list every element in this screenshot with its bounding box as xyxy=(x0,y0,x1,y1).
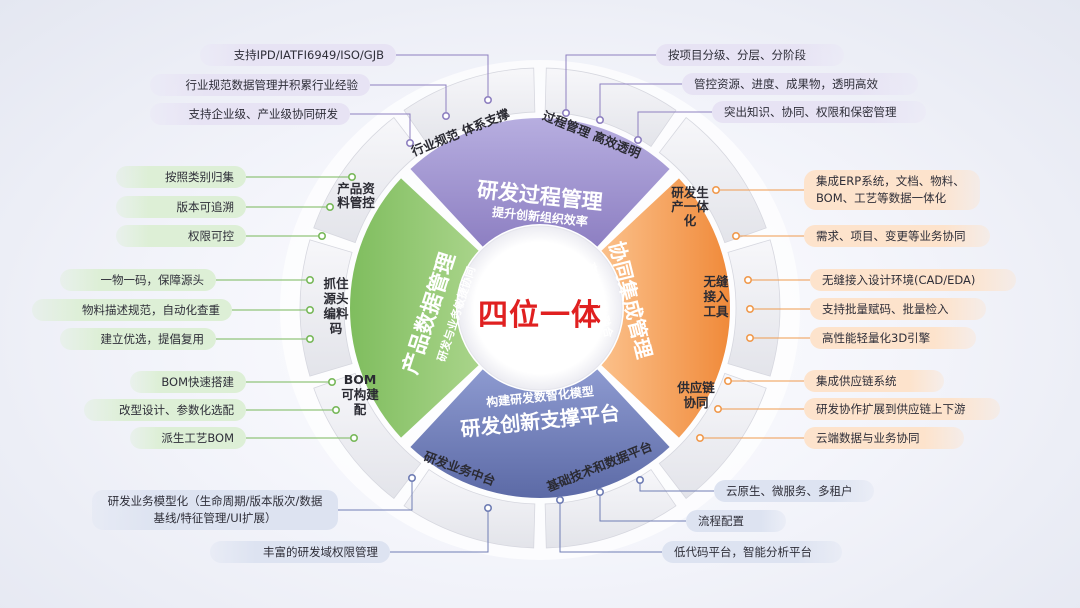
label-base-3: 低代码平台，智能分析平台 xyxy=(662,541,842,563)
ring-seg-tool xyxy=(727,239,781,377)
conn-src-2-dot xyxy=(305,305,314,314)
label-std-2: 行业规范数据管理并积累行业经验 xyxy=(150,74,370,96)
ring-label-prodchg: 研发生产一体化 xyxy=(671,185,709,228)
conn-biz-2 xyxy=(390,508,489,553)
label-sup-1: 集成供应链系统 xyxy=(804,370,944,392)
quadrant-left-shape xyxy=(350,178,479,438)
label-biz-1: 研发业务模型化（生命周期/版本版次/数据基线/特征管理/UI扩展） xyxy=(92,490,338,530)
conn-sup-2-dot xyxy=(713,404,722,413)
label-proc-2: 管控资源、进度、成果物，透明高效 xyxy=(682,73,918,95)
conn-src-3-dot xyxy=(305,334,314,343)
label-src-1: 一物一码，保障源头 xyxy=(60,269,216,291)
conn-tool-1-dot xyxy=(743,275,752,284)
conn-mat-2-dot xyxy=(325,203,334,212)
ring-label-supply: 供应链协同 xyxy=(677,380,715,410)
conn-proc-2 xyxy=(599,83,682,120)
label-biz-2: 丰富的研发域权限管理 xyxy=(210,541,390,563)
conn-std-2 xyxy=(370,84,447,116)
ring-seg-prodchg xyxy=(658,117,767,244)
ring-label-mat: 产品资料管控 xyxy=(337,181,375,210)
conn-bom-1-dot xyxy=(327,377,336,386)
label-proc-1: 按项目分级、分层、分阶段 xyxy=(656,44,844,66)
ring-seg-proc xyxy=(544,67,677,148)
conn-int-1-dot xyxy=(711,186,720,195)
outer-ring xyxy=(299,67,781,549)
label-bom-1: BOM快速搭建 xyxy=(130,371,246,393)
label-tool-1: 无缝接入设计环境(CAD/EDA) xyxy=(810,269,1016,291)
conn-bom-2-dot xyxy=(331,405,340,414)
conn-std-3 xyxy=(350,113,411,143)
conn-proc-3 xyxy=(637,111,712,140)
conn-proc-1-dot xyxy=(561,109,570,118)
label-tool-3: 高性能轻量化3D引擎 xyxy=(810,327,976,349)
ring-seg-base xyxy=(544,468,677,549)
ring-seg-supply xyxy=(658,372,767,499)
center-circle xyxy=(457,225,623,391)
ring-seg-biz xyxy=(403,468,536,549)
quadrant-top-shape xyxy=(410,117,670,247)
quadrant-right-shape xyxy=(601,178,730,438)
label-mat-1: 按照类别归集 xyxy=(116,166,246,188)
quadrant-bottom-shape xyxy=(410,369,670,498)
conn-src-1-dot xyxy=(305,275,314,284)
conn-base-3-dot xyxy=(555,495,564,504)
conn-base-3 xyxy=(559,500,662,553)
ring-seg-mat xyxy=(313,117,422,244)
label-bom-2: 改型设计、参数化选配 xyxy=(84,399,246,421)
conn-bom-3-dot xyxy=(349,433,358,442)
label-int-1: 集成ERP系统，文档、物料、BOM、工艺等数据一体化 xyxy=(804,170,980,210)
quadrant-group xyxy=(350,117,730,498)
conn-biz-1-dot xyxy=(407,473,416,482)
ring-label-tool: 无缝接入工具 xyxy=(703,274,729,319)
label-src-2: 物料描述规范，自动化查重 xyxy=(32,299,232,321)
conn-tool-2-dot xyxy=(745,304,754,313)
center-title: 四位一体 xyxy=(478,298,602,333)
label-sup-3: 云端数据与业务协同 xyxy=(804,427,964,449)
conn-proc-1 xyxy=(565,54,656,113)
ring-label-bom: BOM可构建配 xyxy=(341,372,379,417)
conn-mat-1-dot xyxy=(347,173,356,182)
label-proc-3: 突出知识、协同、权限和保密管理 xyxy=(712,101,926,123)
label-int-2: 需求、项目、变更等业务协同 xyxy=(804,225,990,247)
conn-proc-2-dot xyxy=(595,116,604,125)
ring-seg-source xyxy=(299,239,353,377)
conn-mat-3-dot xyxy=(317,232,326,241)
label-base-1: 云原生、微服务、多租户 xyxy=(714,480,874,502)
conn-biz-2-dot xyxy=(483,503,492,512)
label-tool-2: 支持批量赋码、批量检入 xyxy=(810,298,986,320)
conn-std-3-dot xyxy=(405,139,414,148)
label-mat-3: 权限可控 xyxy=(116,225,246,247)
label-std-1: 支持IPD/IATFI6949/ISO/GJB xyxy=(200,44,396,66)
label-std-3: 支持企业级、产业级协同研发 xyxy=(150,103,350,125)
conn-biz-1 xyxy=(338,478,413,511)
conn-int-2-dot xyxy=(731,232,740,241)
label-bom-3: 派生工艺BOM xyxy=(130,427,246,449)
label-sup-2: 研发协作扩展到供应链上下游 xyxy=(804,398,1000,420)
conn-std-1-dot xyxy=(483,96,492,105)
label-src-3: 建立优选，提倡复用 xyxy=(60,328,216,350)
conn-std-2-dot xyxy=(441,112,450,121)
conn-tool-3-dot xyxy=(745,333,754,342)
label-base-2: 流程配置 xyxy=(686,510,786,532)
conn-sup-1-dot xyxy=(723,376,732,385)
ring-seg-std xyxy=(403,67,536,148)
conn-base-2-dot xyxy=(595,487,604,496)
conn-sup-3-dot xyxy=(695,433,704,442)
ring-label-source: 抓住源头编料码 xyxy=(323,276,349,336)
conn-base-2 xyxy=(599,492,686,522)
conn-proc-3-dot xyxy=(633,136,642,145)
label-mat-2: 版本可追溯 xyxy=(116,196,246,218)
connector-lines xyxy=(216,54,810,553)
conn-base-1-dot xyxy=(635,475,644,484)
conn-std-1 xyxy=(396,54,489,100)
